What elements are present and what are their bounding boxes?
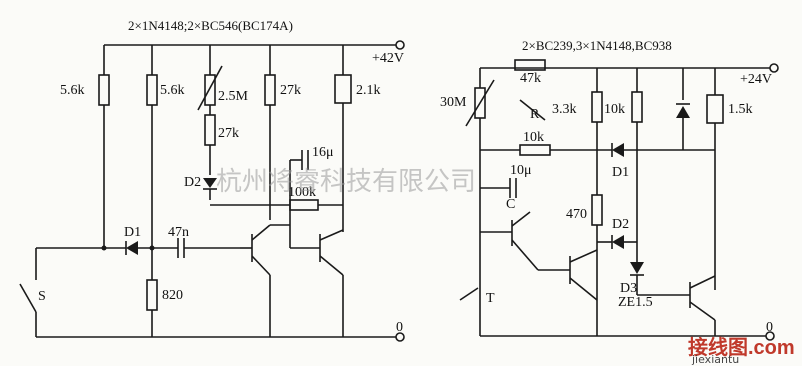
qc-collector — [689, 275, 716, 289]
right-terminal-ground — [765, 331, 775, 341]
resistor-47k — [514, 59, 546, 71]
resistor-27k-b — [264, 74, 276, 106]
resistor-27k-a — [204, 114, 216, 146]
d1-right-label: D1 — [612, 165, 629, 180]
pot30-value: 30M — [440, 95, 467, 110]
node-d1 — [101, 245, 107, 251]
watermark-site: jiexiantu — [691, 353, 739, 366]
watermark-text: 杭州将睿科技有限公司 — [216, 167, 476, 197]
d2-label: D2 — [184, 175, 201, 190]
r820-value: 820 — [162, 288, 183, 303]
r10h-value: 10k — [523, 130, 544, 145]
r100k-value: 100k — [288, 185, 316, 200]
resistor-r2 — [146, 74, 158, 106]
cap-c-label: C — [506, 197, 515, 212]
right-circuit-title: 2×BC239,3×1N4148,BC938 — [522, 38, 672, 53]
qa-collector — [511, 211, 531, 227]
r470-value: 470 — [566, 207, 587, 222]
qb-collector — [569, 249, 598, 263]
resistor-100k — [289, 199, 319, 211]
left-circuit: 2×1N4148;2×BC546(BC174A) +42V 0 5.6k 5.6… — [19, 18, 405, 342]
q2-collector — [319, 229, 344, 241]
r10v-value: 10k — [604, 102, 625, 117]
watermark-logo: 接线图.com — [688, 335, 795, 359]
diode-d2-right — [612, 235, 624, 249]
potentiometer-2m5 — [204, 74, 216, 106]
d2-right-label: D2 — [612, 217, 629, 232]
r2-value: 5.6k — [160, 83, 185, 98]
node-r2 — [149, 245, 155, 251]
resistor-10k-v — [631, 91, 643, 123]
left-terminal-ground — [395, 332, 405, 342]
resistor-r1 — [98, 74, 110, 106]
q1-collector — [251, 224, 271, 241]
r33-value: 3.3k — [552, 102, 577, 117]
switch-t — [459, 287, 479, 301]
diode-d1 — [126, 241, 138, 255]
q2-emitter — [319, 255, 344, 276]
relay-coil-left — [334, 74, 352, 104]
resistor-3k3 — [591, 91, 603, 123]
r47k-value: 47k — [520, 71, 541, 86]
qb-emitter — [569, 277, 598, 301]
c47-value: 47n — [168, 225, 189, 240]
pot30-arrow — [465, 79, 495, 127]
r27k-b-value: 27k — [280, 83, 301, 98]
right-circuit: 2×BC239,3×1N4148,BC938 +24V 0 30M 47k R … — [440, 38, 779, 341]
switch-s-label: S — [38, 289, 46, 304]
q1-emitter — [251, 255, 271, 276]
pot-value: 2.5M — [218, 89, 249, 104]
right-ground-label: 0 — [766, 320, 773, 335]
reed-r-label: R — [530, 107, 540, 122]
left-ground-label: 0 — [396, 320, 403, 335]
c16-value: 16μ — [312, 145, 334, 160]
left-terminal-plus — [395, 40, 405, 50]
relay-left-value: 2.1k — [356, 83, 381, 98]
c10-value: 10μ — [510, 163, 532, 178]
left-supply-label: +42V — [372, 51, 404, 66]
reed-contact-r — [519, 99, 546, 121]
diode-d2 — [203, 178, 217, 188]
d3-zener-value: ZE1.5 — [618, 295, 653, 310]
relay-coil-right — [706, 94, 724, 124]
r1-value: 5.6k — [60, 83, 85, 98]
right-terminal-plus — [769, 63, 779, 73]
pot-arrow — [197, 65, 223, 111]
diode-d1-right — [612, 143, 624, 157]
resistor-470 — [591, 194, 603, 226]
qa-emitter — [511, 239, 539, 271]
switch-s — [19, 283, 37, 313]
relay-right-value: 1.5k — [728, 102, 753, 117]
resistor-10k-h — [519, 144, 551, 156]
left-circuit-title: 2×1N4148;2×BC546(BC174A) — [128, 18, 293, 33]
zener-d3 — [630, 262, 644, 274]
qc-emitter — [689, 301, 716, 321]
r27k-a-value: 27k — [218, 126, 239, 141]
resistor-820 — [146, 279, 158, 311]
right-supply-label: +24V — [740, 72, 772, 87]
d3-label: D3 — [620, 281, 637, 296]
switch-t-label: T — [486, 291, 495, 306]
diode-flyback — [676, 106, 690, 118]
d1-label: D1 — [124, 225, 141, 240]
